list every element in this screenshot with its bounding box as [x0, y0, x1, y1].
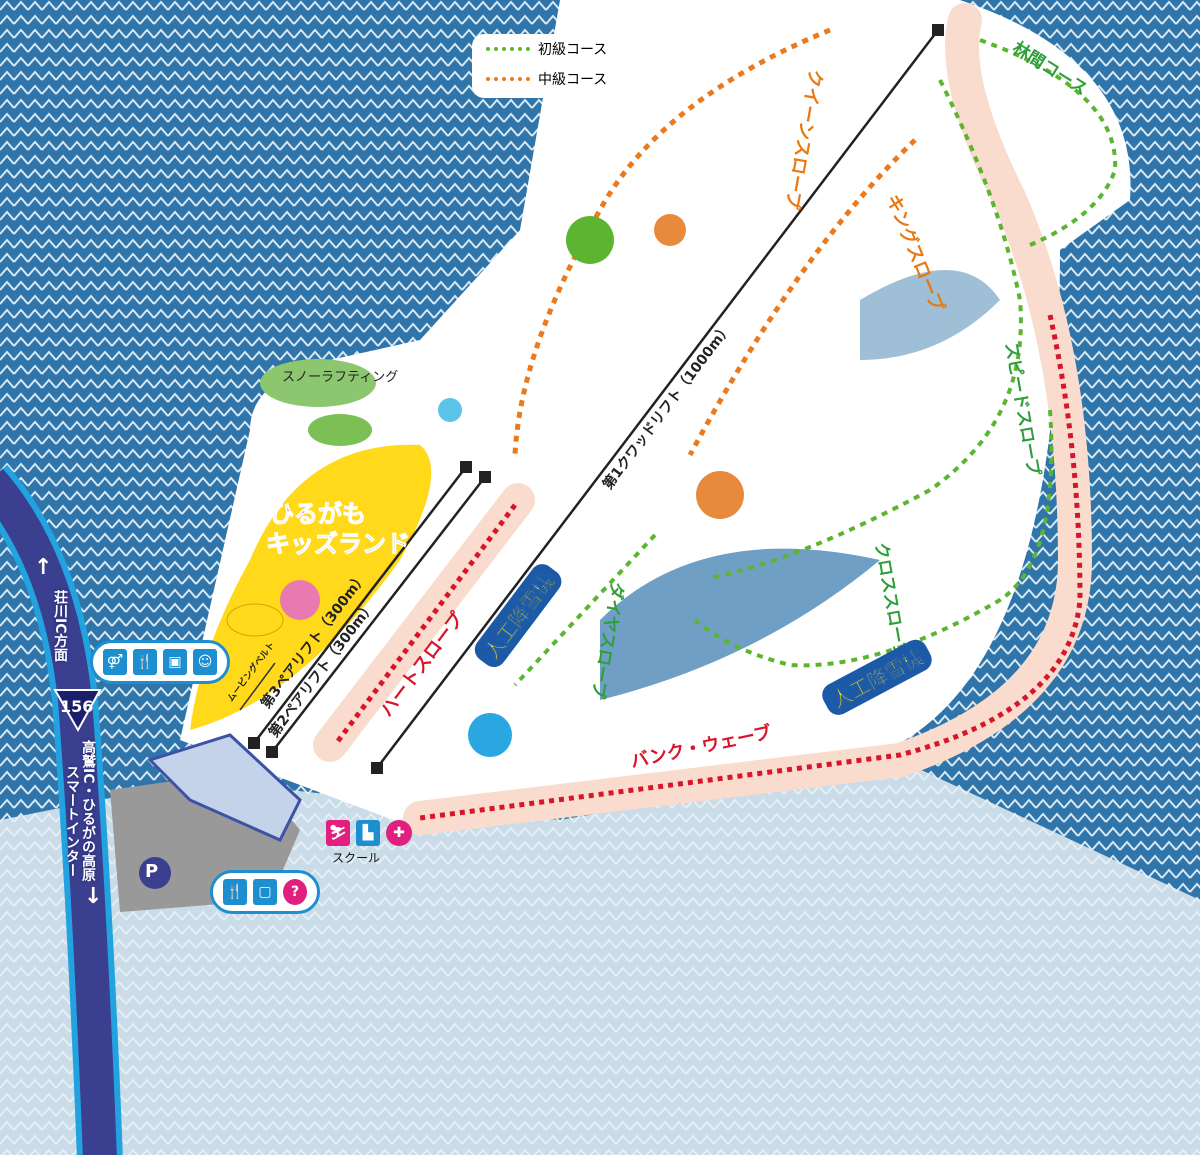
restaurant-icon: 🍴 [133, 649, 157, 675]
course-legend: 初級コース 中級コース [472, 34, 628, 98]
first-aid-icon[interactable]: ✚ [386, 820, 412, 846]
snow-rafting-area [260, 359, 376, 407]
king-slope-course [687, 138, 917, 457]
restaurant-icon: 🍴 [223, 879, 247, 905]
quad-lift-1 [376, 29, 939, 769]
heart-slope-course [333, 503, 517, 747]
speed-slope-course [709, 79, 1023, 580]
village-area [0, 760, 1200, 1155]
route-number: 156 [60, 697, 94, 716]
ski-rental-icon[interactable]: ▙ [356, 820, 380, 846]
snow-rafting-label: スノーラフティング [282, 366, 398, 385]
lodge-building [147, 733, 302, 842]
legend-beginner: 初級コース [472, 34, 628, 64]
parking-label: P [145, 861, 159, 882]
route-shield [53, 689, 102, 733]
snow-rafting-text: スノーラフティング [282, 370, 399, 385]
rinkan-course [979, 38, 1118, 247]
arrow-up-icon: ↑ [34, 555, 53, 580]
road-label-south-2: スマートインター [64, 765, 80, 877]
lodge-facilities-south: 🍴 ▢ ? [210, 870, 320, 914]
bank-wave-lane [403, 3, 1093, 835]
road-label-south-1: 高鷲IC・ひるがの高原 [80, 740, 96, 882]
diamond-slope-course [513, 533, 657, 687]
heart-slope-lane [313, 483, 535, 762]
kidsland-title-line2: キッズランド [266, 530, 411, 559]
arrow-down-icon: ↓ [84, 884, 103, 909]
mascot-characters [226, 214, 744, 757]
school-facilities: ⛷ ▙ ✚ [326, 820, 412, 846]
restroom-icon: ⚤ [103, 649, 127, 675]
green-dots-icon [486, 47, 530, 51]
pair-lift-3 [253, 466, 467, 744]
forest-patch [860, 270, 1000, 360]
parking-icon [139, 857, 171, 889]
info-icon[interactable]: ? [283, 879, 307, 905]
pair-lift-2 [271, 476, 486, 753]
school-label: スクール [332, 851, 381, 865]
ski-school-icon[interactable]: ⛷ [326, 820, 350, 846]
forest-patch [600, 548, 880, 700]
legend-intermediate-label: 中級コース [538, 72, 608, 88]
bank-wave-course [419, 314, 1083, 821]
moving-belt [239, 662, 276, 711]
kidsland-title-line1: ひるがも [270, 500, 367, 529]
legend-beginner-label: 初級コース [538, 42, 608, 58]
locker-icon: ▣ [163, 649, 187, 675]
shop-icon: ▢ [253, 879, 277, 905]
orange-dots-icon [486, 77, 530, 81]
legend-intermediate: 中級コース [472, 64, 628, 94]
road-label-north: 荘川IC方面 [52, 590, 68, 662]
lodge-facilities-north: ⚤ 🍴 ▣ ☺ [90, 640, 230, 684]
baby-room-icon: ☺ [193, 649, 217, 675]
